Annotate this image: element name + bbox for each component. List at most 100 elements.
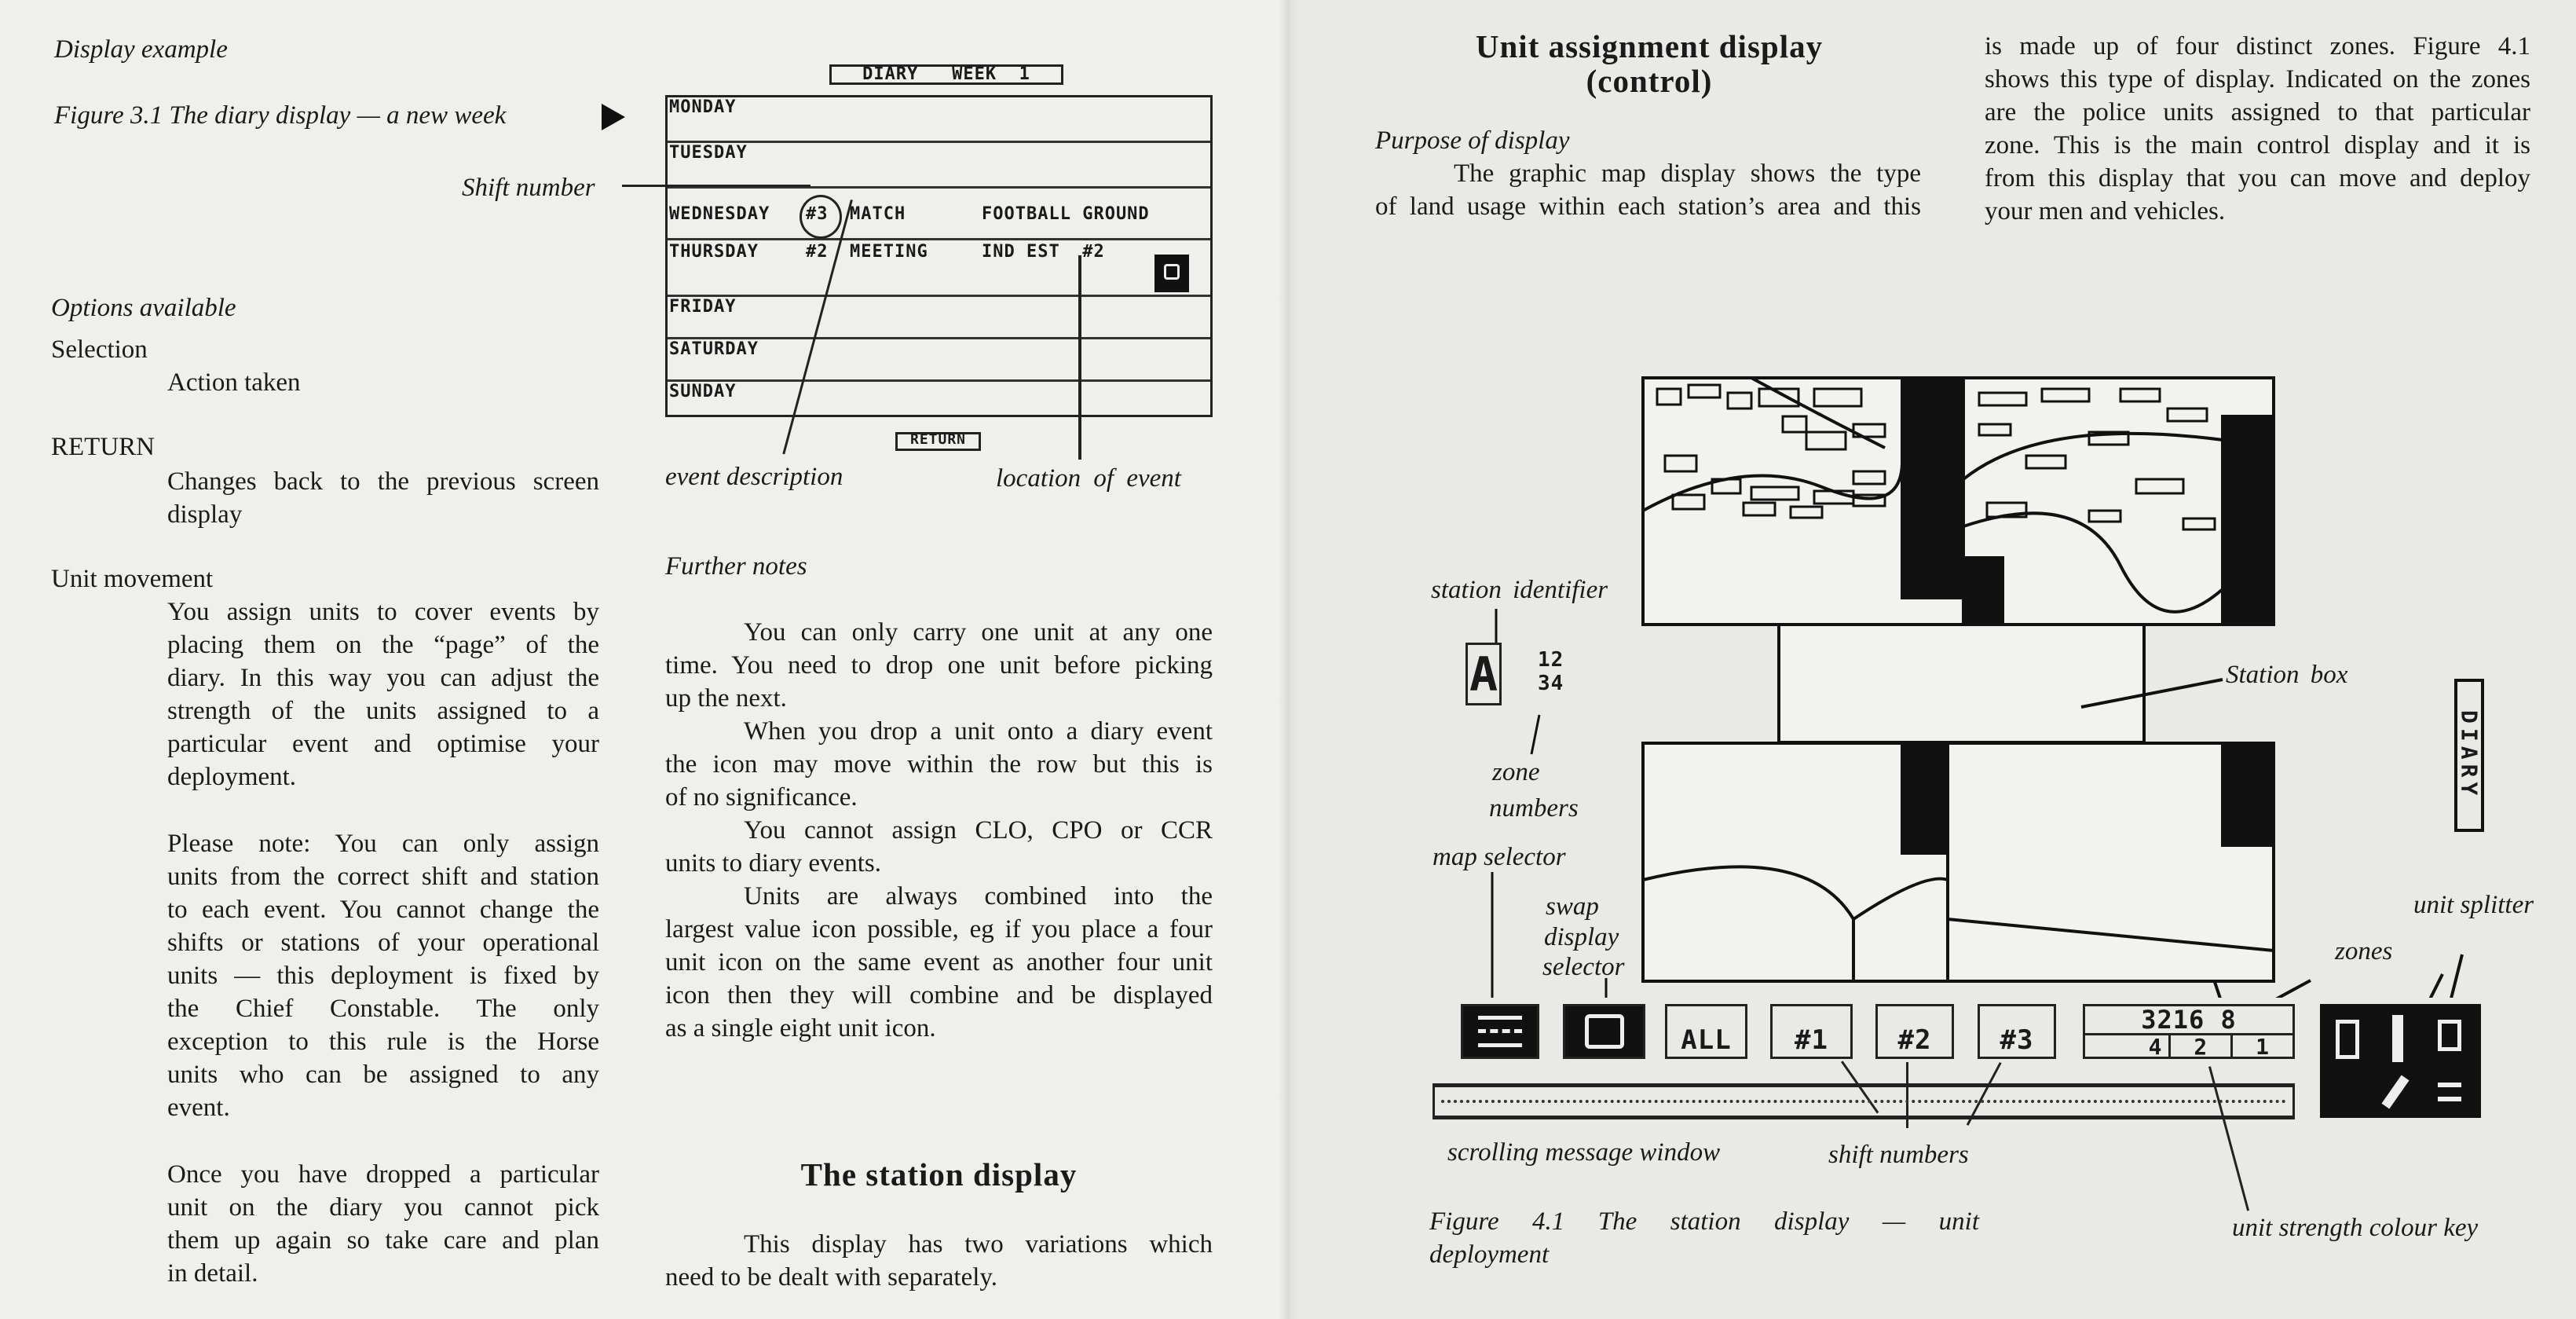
map-selector-button[interactable]	[1461, 1004, 1539, 1059]
building-mark	[2182, 517, 2216, 531]
text-line: largest value icon possible, eg if you p…	[665, 915, 1213, 943]
station-identifier-label: station identifier	[1431, 576, 1608, 604]
zone-digits: 34	[1538, 672, 1564, 695]
text-line: units — this deployment is fixed by	[167, 962, 599, 990]
event-description: MATCH	[850, 204, 906, 224]
diary-button[interactable]: DIARY	[2454, 679, 2484, 832]
text-line: unit icon on the same event as another f…	[665, 948, 1213, 976]
text-line: exception to this rule is the Horse	[167, 1028, 599, 1056]
building-mark	[1781, 415, 1808, 434]
return-option: RETURN	[51, 433, 155, 461]
day-label: SATURDAY	[669, 339, 759, 359]
arrow-right-icon	[602, 104, 625, 130]
unit-icon	[2392, 1015, 2403, 1062]
heading-line: Unit assignment display	[1475, 28, 1824, 64]
shift-2-button[interactable]: #2	[1875, 1004, 1954, 1059]
building-mark	[1789, 505, 1824, 519]
text-line: When you drop a unit onto a diary event	[744, 717, 1213, 746]
building-mark	[1750, 485, 1800, 501]
shift-circle-highlight	[800, 195, 842, 239]
text-line: the icon may move within the row but thi…	[665, 750, 1213, 779]
building-mark	[1813, 387, 1863, 408]
station-box-label: Station box	[2226, 661, 2348, 689]
strength-cell: 4	[2085, 1035, 2172, 1059]
diary-button-label: DIARY	[2456, 710, 2483, 801]
purpose-heading: Purpose of display	[1375, 126, 1570, 155]
text-line: zone. This is the main control display a…	[1985, 131, 2530, 159]
leader-line	[2450, 954, 2464, 998]
text-line: You can only carry one unit at any one	[744, 618, 1213, 647]
unit-icon	[2336, 1020, 2359, 1059]
building-mark	[1726, 391, 1753, 410]
building-mark	[2166, 407, 2208, 423]
text-line: them up again so take care and plan	[167, 1226, 599, 1255]
return-button-label: RETURN	[909, 431, 967, 448]
text-line: as a single eight unit icon.	[665, 1014, 936, 1042]
building-mark	[1758, 387, 1800, 408]
shift-1-button[interactable]: #1	[1770, 1004, 1853, 1059]
event-description: MEETING	[850, 242, 928, 262]
location-of-event-label: location of event	[996, 464, 1181, 493]
return-description: Changes back to the previous screen disp…	[167, 465, 599, 531]
strength-values: 3216 8	[2141, 1005, 2237, 1035]
event-shift: #2	[806, 242, 829, 262]
station-display-heading: The station display	[800, 1156, 1078, 1193]
text-line: shows this type of display. Indicated on…	[1985, 65, 2530, 93]
text-line: display	[167, 500, 243, 529]
diary-return-button[interactable]: RETURN	[895, 431, 981, 451]
strength-cell: 1	[2256, 1034, 2270, 1060]
building-mark	[2119, 387, 2161, 403]
unit-splitter[interactable]	[2320, 1004, 2481, 1118]
shift-button-label: #3	[2000, 1024, 2034, 1056]
purpose-paragraph: The graphic map display shows the type o…	[1375, 157, 1921, 223]
scrolling-message-window-label: scrolling message window	[1447, 1138, 1721, 1167]
text-line: event.	[167, 1094, 230, 1122]
station-display-paragraph: This display has two variations which ne…	[665, 1228, 1213, 1294]
diary-event-row[interactable]: THURSDAY #2 MEETING IND EST #2	[668, 240, 1210, 297]
text-line: This display has two variations which	[744, 1230, 1213, 1259]
leader-line	[1530, 714, 1541, 755]
text-line: Changes back to the previous screen	[167, 467, 599, 496]
day-label: THURSDAY	[669, 242, 759, 262]
text-line: from this display that you can move and …	[1985, 164, 2530, 192]
text-line: units who can be assigned to any	[167, 1061, 599, 1089]
building-mark	[2040, 387, 2091, 403]
zone-digits: 12	[1538, 648, 1564, 672]
event-description-label: event description	[665, 463, 843, 491]
station-map-figure	[1491, 376, 2464, 998]
unit-icon	[2438, 1083, 2461, 1101]
text-line: You cannot assign CLO, CPO or CCR	[744, 816, 1213, 845]
text-line: Please note: You can only assign	[167, 830, 599, 858]
text-line: are the police units assigned to that pa…	[1985, 98, 2530, 126]
unit-strength-colour-key: 3216 8 4 2 1	[2083, 1004, 2295, 1059]
text-line: unit on the diary you cannot pick	[167, 1193, 599, 1222]
station-box	[1777, 623, 2146, 744]
shift-number-label: Shift number	[462, 174, 595, 202]
day-label: SUNDAY	[669, 382, 737, 401]
text-line: particular event and optimise your	[167, 730, 599, 758]
text-line: is made up of four distinct zones. Figur…	[1985, 32, 2530, 60]
display-example-heading: Display example	[54, 35, 228, 64]
all-shifts-button[interactable]: ALL	[1665, 1004, 1747, 1059]
building-mark	[1978, 423, 2012, 437]
police-car-unit-icon[interactable]	[1154, 255, 1189, 292]
map-selector-icon	[1478, 1016, 1522, 1047]
text-line: Once you have dropped a particular	[167, 1160, 599, 1189]
diary-event-row[interactable]: WEDNESDAY #3 MATCH FOOTBALL GROUND	[668, 189, 1210, 240]
diary-display: MONDAY TUESDAY WEDNESDAY #3 MATCH FOOTBA…	[665, 95, 1213, 417]
action-taken-heading: Action taken	[167, 368, 301, 397]
upper-map-roads	[1642, 376, 2224, 614]
text-line: of no significance.	[665, 783, 858, 812]
swap-display-selector-button[interactable]	[1563, 1004, 1645, 1059]
swap-display-icon	[1584, 1014, 1624, 1049]
selection-heading: Selection	[51, 335, 148, 364]
event-location: FOOTBALL GROUND	[982, 204, 1150, 224]
zones-label: zones	[2335, 937, 2393, 965]
strength-cell: 2	[2171, 1035, 2234, 1059]
station-identifier[interactable]: A	[1465, 643, 1502, 705]
text-line: deployment	[1429, 1240, 1550, 1269]
shift-3-button[interactable]: #3	[1978, 1004, 2056, 1059]
